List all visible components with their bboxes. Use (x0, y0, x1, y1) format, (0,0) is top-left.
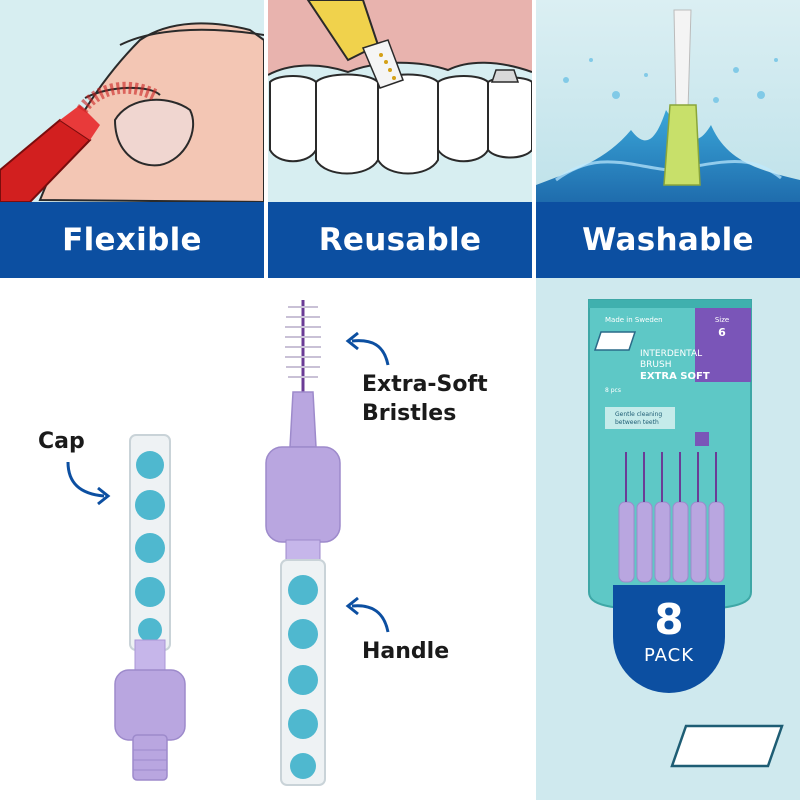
interdental-brush-image (265, 300, 341, 786)
panel-divider (532, 0, 536, 278)
made-in-text: Made in Sweden (605, 316, 663, 324)
water-splash-image (536, 0, 800, 202)
tepe-logo-icon (670, 724, 784, 768)
finger-bending-brush-image (0, 22, 264, 202)
reusable-illustration (268, 0, 532, 202)
pcs-count: 8 pcs (605, 387, 621, 394)
banner-label: Reusable (318, 222, 482, 258)
washable-photo (536, 0, 800, 202)
banner-label: Flexible (62, 222, 202, 258)
size-value: 6 (718, 326, 726, 339)
arrow-icon (345, 331, 390, 366)
brush-cap-image (114, 434, 186, 781)
bristles-callout: Extra-Soft Bristles (362, 371, 488, 428)
feature-line2: between teeth (615, 419, 659, 426)
feature-line1: Gentle cleaning (615, 411, 662, 418)
product-name-line1: INTERDENTAL (640, 349, 702, 359)
panel-divider (264, 0, 268, 278)
teeth-cleaning-image (268, 0, 532, 175)
flexible-banner: Flexible (0, 202, 264, 278)
pack-word: PACK (643, 645, 695, 666)
flexible-illustration (0, 0, 264, 202)
size-label: Size (715, 316, 729, 324)
product-name-line3: EXTRA SOFT (640, 371, 710, 382)
arrow-icon (66, 461, 111, 506)
handle-callout: Handle (362, 639, 450, 664)
product-name-line2: BRUSH (640, 360, 672, 370)
arrow-icon (345, 596, 390, 633)
banner-label: Washable (582, 222, 754, 258)
reusable-banner: Reusable (268, 202, 532, 278)
product-package-image: Made in Sweden Size 6 INTERDENTAL BRUSH … (588, 299, 752, 612)
bristles-callout-line1: Extra-Soft (362, 372, 488, 397)
pack-count-badge: 8 PACK (613, 585, 725, 693)
washable-banner: Washable (536, 202, 800, 278)
pack-count: 8 (654, 595, 684, 644)
bristles-callout-line2: Bristles (362, 400, 457, 426)
cap-callout: Cap (38, 429, 85, 454)
